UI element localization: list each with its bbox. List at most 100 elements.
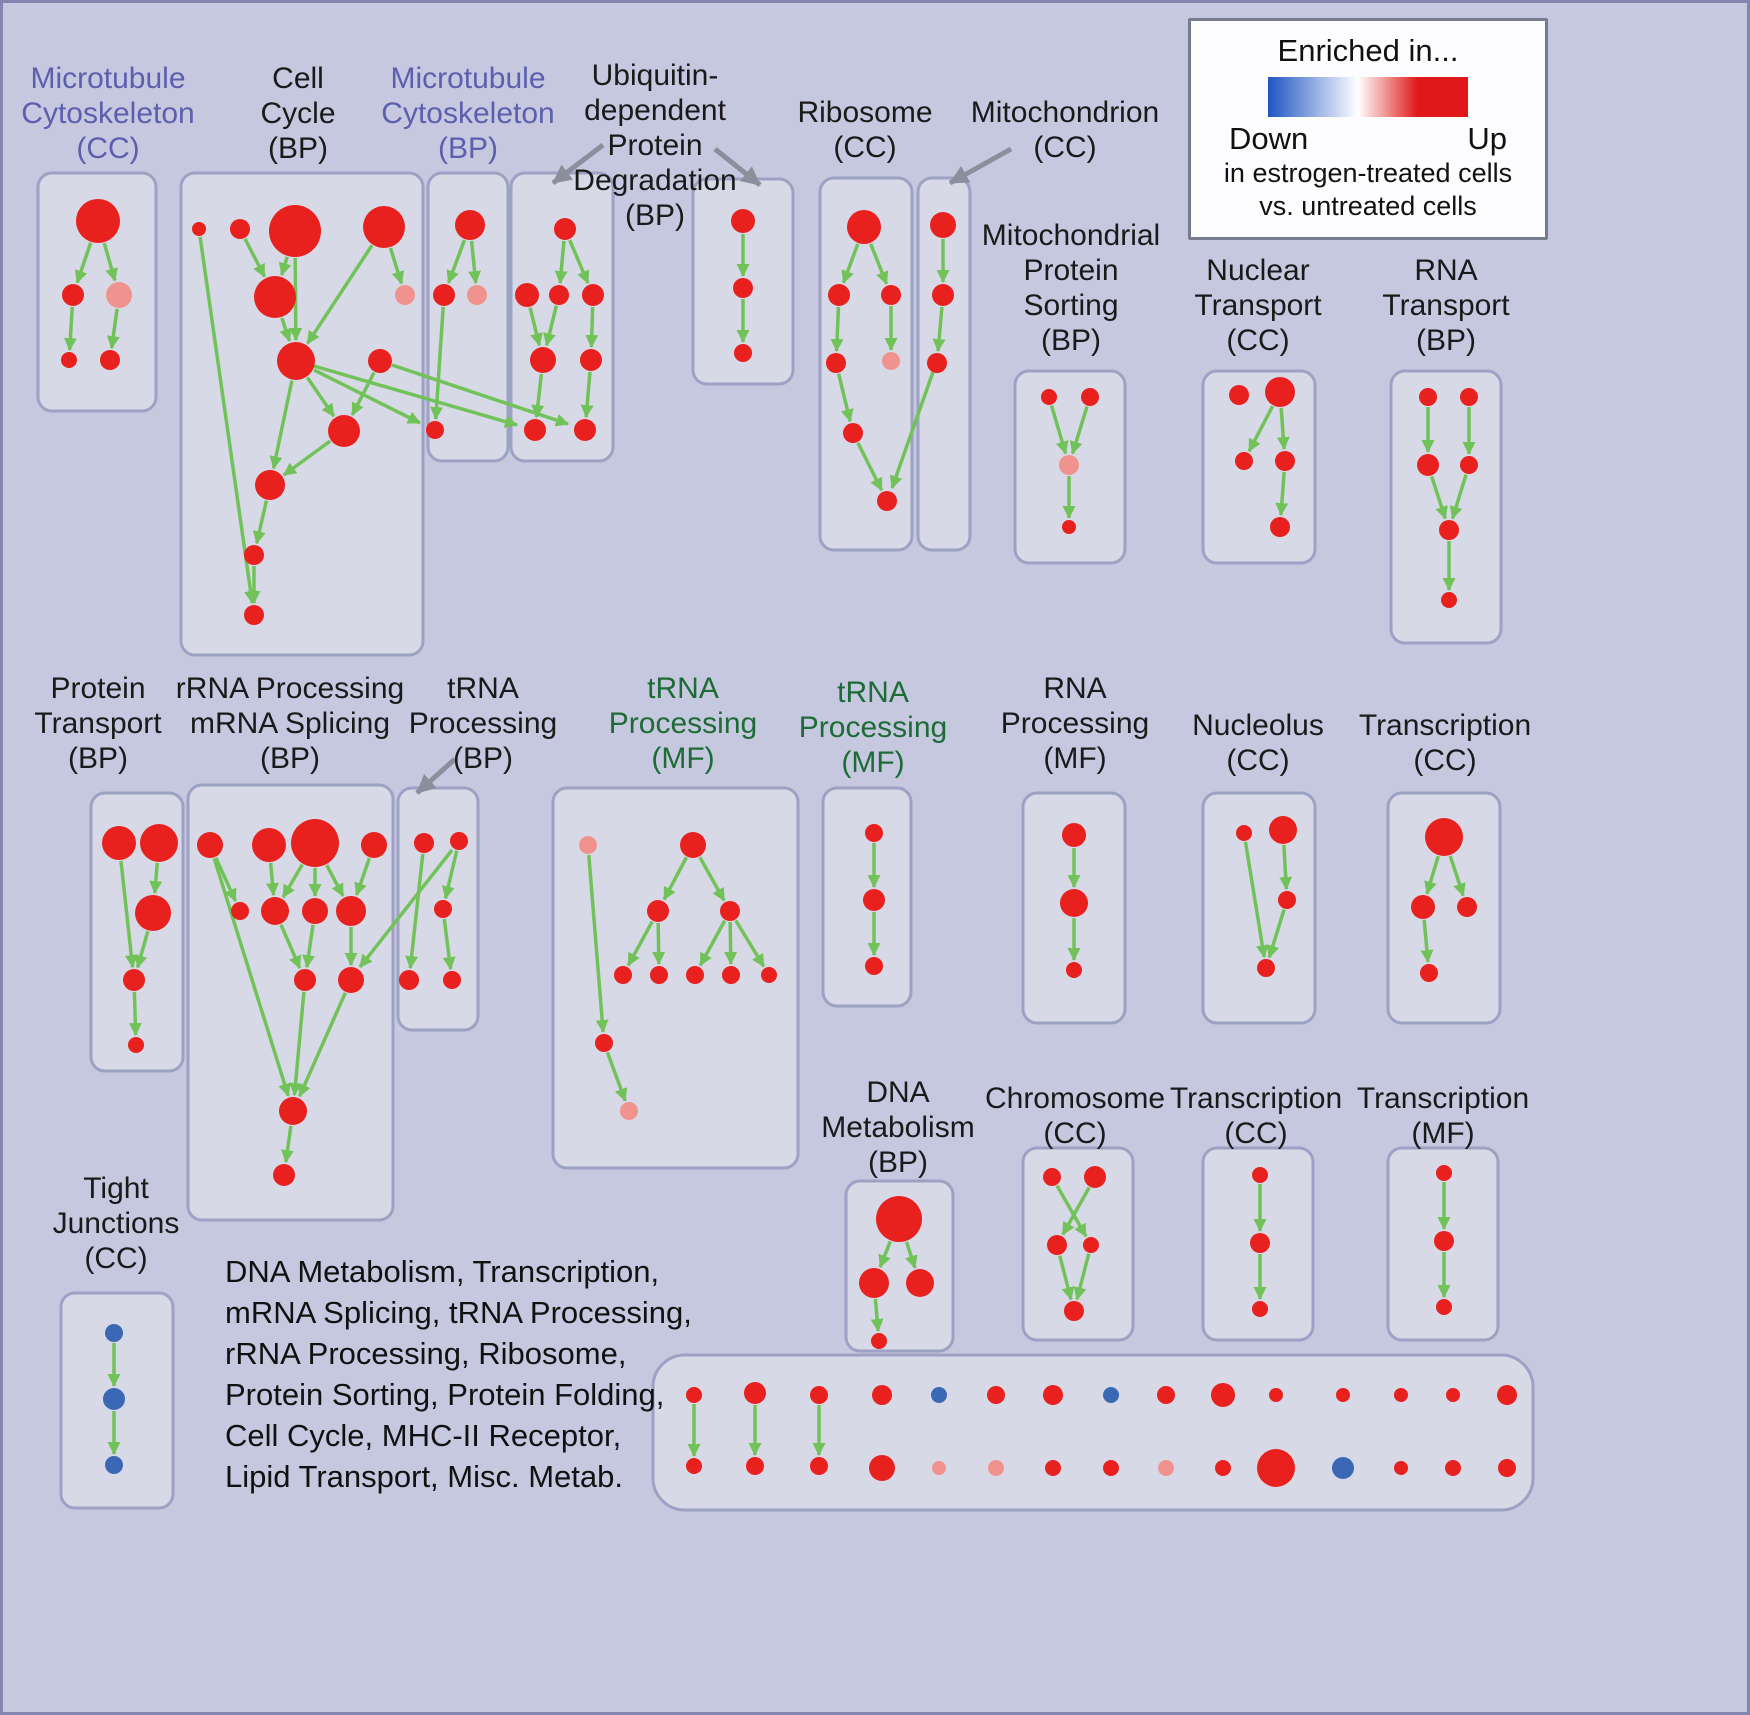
edge-arrow xyxy=(1243,841,1269,959)
go-term-node xyxy=(869,1455,895,1481)
edge-arrow xyxy=(442,918,456,971)
go-term-node xyxy=(1419,388,1437,406)
go-term-node xyxy=(761,967,777,983)
go-term-node xyxy=(103,1388,125,1410)
go-term-node xyxy=(1257,1449,1295,1487)
go-term-node xyxy=(230,219,250,239)
go-term-node xyxy=(1062,520,1076,534)
edge-arrow xyxy=(313,364,518,428)
go-term-node xyxy=(734,344,752,362)
edge-arrow xyxy=(698,919,727,967)
go-term-node xyxy=(135,895,171,931)
go-term-node xyxy=(932,1461,946,1475)
go-term-node xyxy=(1059,455,1079,475)
edge-arrow xyxy=(281,863,304,899)
legend-panel: Enriched in... Down Up in estrogen-treat… xyxy=(1188,18,1548,240)
go-term-node xyxy=(1460,388,1478,406)
go-term-node xyxy=(328,415,360,447)
edge-arrow xyxy=(1266,909,1286,959)
go-term-node xyxy=(1043,1168,1061,1186)
go-term-node xyxy=(1064,1301,1084,1321)
edge-arrow xyxy=(1055,1184,1088,1238)
network-graph xyxy=(36,143,1535,1512)
edge-arrow xyxy=(63,306,77,352)
edge-arrow xyxy=(551,143,605,185)
go-term-node xyxy=(524,419,546,441)
go-term-node xyxy=(733,278,753,298)
go-term-node xyxy=(1269,1388,1283,1402)
go-term-node xyxy=(123,969,145,991)
edge-arrow xyxy=(441,850,459,900)
edge-arrow xyxy=(212,857,291,1097)
edge-arrow xyxy=(1058,1255,1075,1301)
cluster-nuclear-transport xyxy=(1201,369,1317,565)
go-term-node xyxy=(244,605,264,625)
go-term-node xyxy=(865,957,883,975)
edge-arrow xyxy=(713,147,762,187)
edge-arrow xyxy=(281,1125,294,1164)
edge-arrow xyxy=(1073,1253,1091,1301)
go-term-node xyxy=(1420,964,1438,982)
go-term-node xyxy=(1062,823,1086,847)
go-term-node xyxy=(927,353,947,373)
go-term-node xyxy=(105,1324,123,1342)
go-term-node xyxy=(255,470,285,500)
go-term-node xyxy=(1084,1166,1106,1188)
edge-arrow xyxy=(568,239,590,284)
edge-arrow xyxy=(358,848,454,969)
go-term-node xyxy=(1236,825,1252,841)
edge-arrow xyxy=(243,237,267,278)
go-term-node xyxy=(731,209,755,233)
go-term-node xyxy=(1457,897,1477,917)
go-term-node xyxy=(580,349,602,371)
edge-arrow xyxy=(543,305,559,347)
edge-arrow xyxy=(698,856,726,902)
edge-arrow xyxy=(734,919,766,968)
go-term-node xyxy=(863,889,885,911)
go-term-node xyxy=(128,1037,144,1053)
edge-arrow xyxy=(662,856,688,901)
go-term-node xyxy=(872,1385,892,1405)
go-term-node xyxy=(105,1456,123,1474)
legend-title: Enriched in... xyxy=(1277,33,1459,68)
edge-arrow xyxy=(1430,475,1448,520)
go-term-node xyxy=(277,342,315,380)
go-term-node xyxy=(930,212,956,238)
edge-arrow xyxy=(415,757,457,795)
go-term-node xyxy=(368,349,392,373)
go-term-node xyxy=(1425,818,1463,856)
edge-arrow xyxy=(1049,405,1069,455)
go-term-node xyxy=(1441,592,1457,608)
go-term-node xyxy=(1269,816,1297,844)
edge-arrow xyxy=(269,380,294,470)
misc-note-text: DNA Metabolism, Transcription, mRNA Spli… xyxy=(225,1254,692,1494)
go-term-node xyxy=(859,1268,889,1298)
edge-arrow xyxy=(354,857,372,896)
go-term-node xyxy=(1252,1167,1268,1183)
go-term-node xyxy=(62,284,84,306)
edge-arrow xyxy=(289,991,306,1097)
edge-arrow xyxy=(74,242,93,284)
go-term-node xyxy=(1045,1460,1061,1476)
edge-arrow xyxy=(1275,471,1289,517)
edge-arrow xyxy=(1276,407,1290,451)
go-term-node xyxy=(810,1457,828,1475)
go-term-node xyxy=(1041,389,1057,405)
go-term-node xyxy=(455,210,485,240)
go-term-node xyxy=(336,896,366,926)
edge-arrow xyxy=(870,1298,884,1333)
go-term-node xyxy=(1066,962,1082,978)
edge-arrow xyxy=(856,442,884,492)
go-term-node xyxy=(847,210,881,244)
go-term-node xyxy=(291,819,339,867)
edge-arrow xyxy=(253,500,269,545)
edge-arrow xyxy=(282,439,332,477)
edge-arrow xyxy=(841,243,860,284)
edge-arrow xyxy=(134,930,150,969)
go-term-node xyxy=(1157,1386,1175,1404)
go-term-node xyxy=(826,353,846,373)
go-term-node xyxy=(1047,1235,1067,1255)
edge-arrow xyxy=(554,240,568,285)
edge-arrow xyxy=(302,924,316,969)
go-term-node xyxy=(549,285,569,305)
